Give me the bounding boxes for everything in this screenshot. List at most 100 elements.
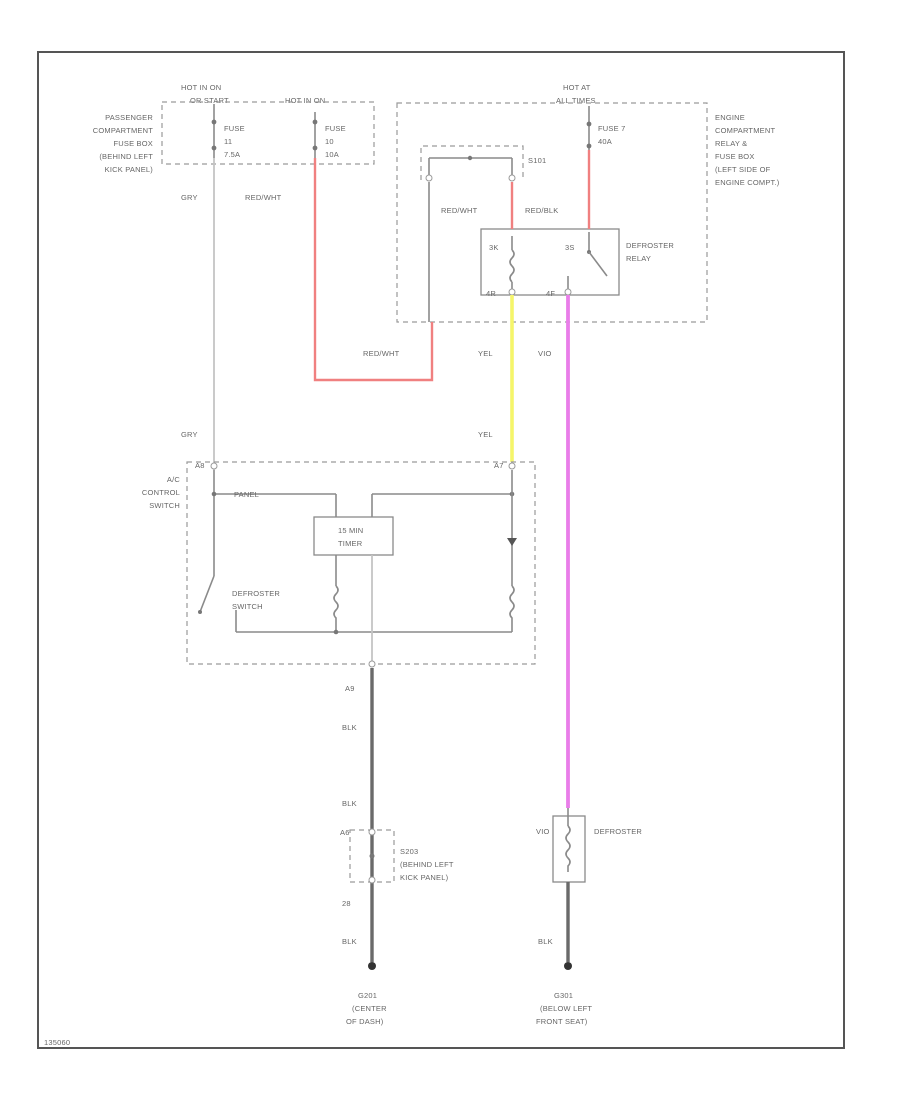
fuse-7-label: FUSE 7 xyxy=(598,124,625,133)
defroster-switch-label-2: SWITCH xyxy=(232,602,263,611)
engine-box-line-2: COMPARTMENT xyxy=(715,126,775,135)
ground-g201-symbol xyxy=(368,962,376,970)
relay-pin-4f: 4F xyxy=(546,289,555,298)
ground-g201-label-2: (CENTER xyxy=(352,1004,387,1013)
engine-box-line-5: (LEFT SIDE OF xyxy=(715,165,771,174)
ac-switch-left-junction xyxy=(211,491,217,497)
defroster-label: DEFROSTER xyxy=(594,827,642,836)
fuse-10-label: FUSE xyxy=(325,124,346,133)
wire-label-red-wht-top: RED/WHT xyxy=(245,193,282,202)
indicator-coil xyxy=(509,585,515,632)
panel-label: PANEL xyxy=(234,490,259,499)
splice-s203-node xyxy=(369,853,375,859)
pin-label-a7: A7 xyxy=(494,461,504,470)
relay-contact-switch xyxy=(588,251,608,277)
passenger-fuse-box-line-5: KICK PANEL) xyxy=(105,165,154,174)
defroster-switch-label-1: DEFROSTER xyxy=(232,589,280,598)
engine-relay-fuse-box-outline xyxy=(396,102,708,323)
fuse-10-rating: 10A xyxy=(325,150,339,159)
defroster-relay-label-2: RELAY xyxy=(626,254,651,263)
fuse-11-label: FUSE xyxy=(224,124,245,133)
engine-box-line-6: ENGINE COMPT.) xyxy=(715,178,780,187)
wire-label-gry-top: GRY xyxy=(181,193,198,202)
fuse-10-number: 10 xyxy=(325,137,334,146)
ac-control-switch-outline xyxy=(186,461,536,665)
wire-label-yel-top: YEL xyxy=(478,349,493,358)
defroster-relay-label-1: DEFROSTER xyxy=(626,241,674,250)
ac-control-switch-line-2: CONTROL xyxy=(142,488,180,497)
hot-in-on-label: HOT IN ON xyxy=(285,96,325,105)
fuse-11-number: 11 xyxy=(224,137,232,146)
splice-s203-bottom-connector xyxy=(368,876,376,884)
fuse-10-top-terminal xyxy=(312,119,318,125)
wire-label-blk-1: BLK xyxy=(342,723,357,732)
indicator-diode xyxy=(507,538,517,546)
relay-connector-4r xyxy=(508,288,516,296)
relay-pin-3s: 3S xyxy=(565,243,575,252)
ground-g301-label-1: G301 xyxy=(554,991,573,1000)
wire-label-red-wht-mid: RED/WHT xyxy=(363,349,400,358)
defroster-switch-contact xyxy=(199,575,215,613)
hot-at-all-times-sub-label: ALL TIMES xyxy=(556,96,596,105)
wire-label-yel-bottom: YEL xyxy=(478,430,493,439)
ac-control-switch-line-1: A/C xyxy=(167,475,180,484)
relay-connector-4f xyxy=(564,288,572,296)
engine-box-line-3: RELAY & xyxy=(715,139,747,148)
ground-g301-symbol xyxy=(564,962,572,970)
ground-g201-label-3: OF DASH) xyxy=(346,1017,384,1026)
pin-label-28: 28 xyxy=(342,899,351,908)
wire-label-blk-4: BLK xyxy=(538,937,553,946)
fuse-11-bottom-terminal xyxy=(211,145,217,151)
timer-box xyxy=(313,516,394,556)
ac-switch-connector-a7 xyxy=(508,462,516,470)
fuse-10-bottom-terminal xyxy=(312,145,318,151)
figure-id: 135060 xyxy=(44,1038,70,1047)
hot-in-on-start-sub-label: OR START xyxy=(190,96,229,105)
ac-switch-connector-a9 xyxy=(368,660,376,668)
ground-g301-label-3: FRONT SEAT) xyxy=(536,1017,588,1026)
wire-label-blk-2: BLK xyxy=(342,799,357,808)
splice-s101-label: S101 xyxy=(528,156,546,165)
fuse-11-rating: 7.5A xyxy=(224,150,240,159)
splice-s203-label-1: S203 xyxy=(400,847,418,856)
pin-label-a8: A8 xyxy=(195,461,205,470)
splice-s203-top-connector xyxy=(368,828,376,836)
fuse-7-bottom-terminal xyxy=(586,143,592,149)
relay-pin-4r: 4R xyxy=(486,289,496,298)
passenger-fuse-box-line-3: FUSE BOX xyxy=(113,139,153,148)
defroster-switch-pivot xyxy=(198,610,202,614)
splice-s101-outline xyxy=(420,145,524,180)
relay-pin-3k: 3K xyxy=(489,243,499,252)
engine-box-line-4: FUSE BOX xyxy=(715,152,755,161)
defroster-relay-box xyxy=(480,228,620,296)
passenger-fuse-box-line-2: COMPARTMENT xyxy=(93,126,153,135)
fuse-11-top-terminal xyxy=(211,119,217,125)
ac-control-switch-line-3: SWITCH xyxy=(149,501,180,510)
splice-s203-label-3: KICK PANEL) xyxy=(400,873,449,882)
wire-label-red-blk: RED/BLK xyxy=(525,206,559,215)
pin-label-a9: A9 xyxy=(345,684,355,693)
ground-g301-label-2: (BELOW LEFT xyxy=(540,1004,592,1013)
engine-box-line-1: ENGINE xyxy=(715,113,745,122)
pin-label-a6: A6 xyxy=(340,828,350,837)
ac-switch-connector-a8 xyxy=(210,462,218,470)
splice-s101-right-connector xyxy=(508,174,516,182)
fuse-7-rating: 40A xyxy=(598,137,612,146)
fuse-7-top-terminal xyxy=(586,121,592,127)
hot-in-on-start-label: HOT IN ON xyxy=(181,83,221,92)
passenger-fuse-box-line-1: PASSENGER xyxy=(105,113,153,122)
defroster-grid-element xyxy=(565,825,571,872)
wire-label-gry-bottom: GRY xyxy=(181,430,198,439)
ground-g201-label-1: G201 xyxy=(358,991,377,1000)
splice-s101-node xyxy=(467,155,473,161)
passenger-fuse-box-outline xyxy=(161,101,375,165)
ac-switch-bottom-junction xyxy=(333,629,339,635)
hot-at-all-times-label: HOT AT xyxy=(563,83,591,92)
wire-label-vio-bottom: VIO xyxy=(536,827,550,836)
diagram-frame xyxy=(37,51,845,1049)
timer-label-1: 15 MIN xyxy=(338,526,363,535)
passenger-fuse-box-line-4: (BEHIND LEFT xyxy=(99,152,153,161)
wire-label-vio-top: VIO xyxy=(538,349,552,358)
wire-label-red-wht-s101: RED/WHT xyxy=(441,206,478,215)
